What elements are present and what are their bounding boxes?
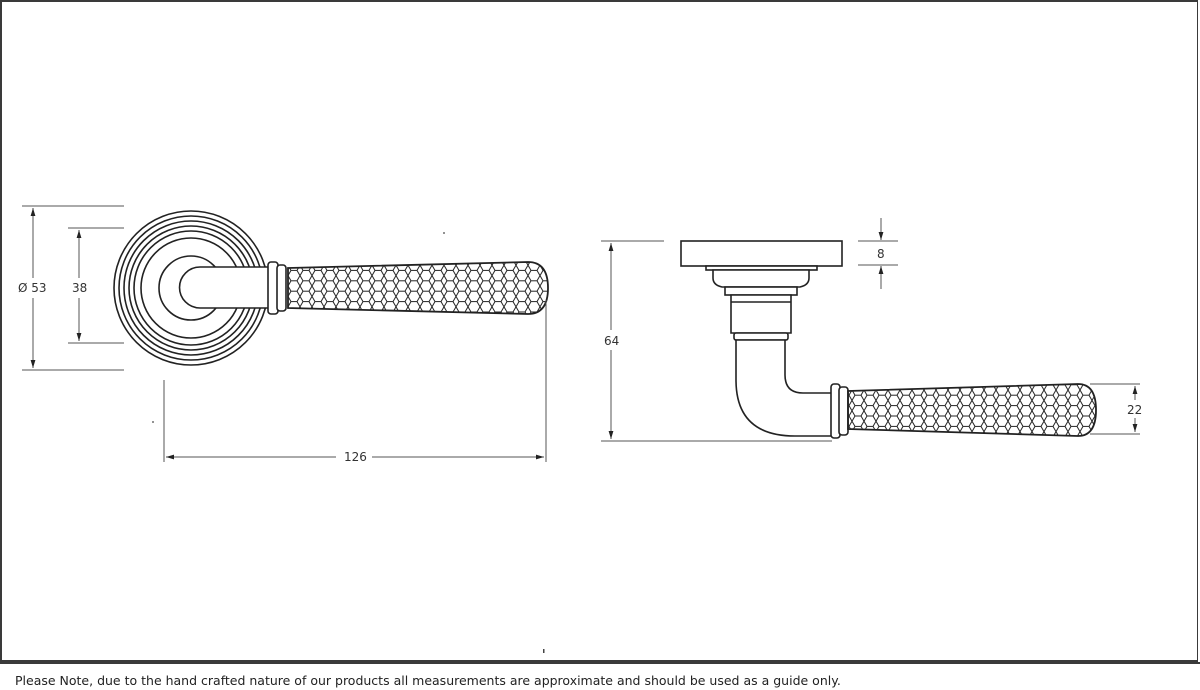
dimension-projection bbox=[601, 240, 832, 442]
dim-label-rose-thickness: 8 bbox=[877, 247, 885, 261]
dim-label-projection: 64 bbox=[604, 334, 619, 348]
front-view: Ø 53 38 126 bbox=[18, 205, 549, 464]
dimension-inner-diameter bbox=[68, 227, 124, 344]
technical-drawing: Ø 53 38 126 bbox=[18, 205, 1142, 653]
footer-divider bbox=[0, 662, 1200, 664]
dimension-grip-diameter bbox=[1090, 383, 1140, 435]
dim-label-grip-diameter: 22 bbox=[1127, 403, 1142, 417]
dimension-rose-thickness bbox=[858, 218, 898, 289]
dimension-overall-length bbox=[163, 300, 547, 462]
side-view bbox=[680, 240, 1097, 439]
dim-label-inner-diameter: 38 bbox=[72, 281, 87, 295]
footer-disclaimer: Please Note, due to the hand crafted nat… bbox=[15, 673, 841, 688]
drawing-frame bbox=[0, 0, 1198, 662]
dimension-rose-diameter bbox=[22, 205, 124, 371]
dim-label-overall-length: 126 bbox=[344, 450, 367, 464]
dim-label-rose-diameter: Ø 53 bbox=[18, 281, 47, 295]
